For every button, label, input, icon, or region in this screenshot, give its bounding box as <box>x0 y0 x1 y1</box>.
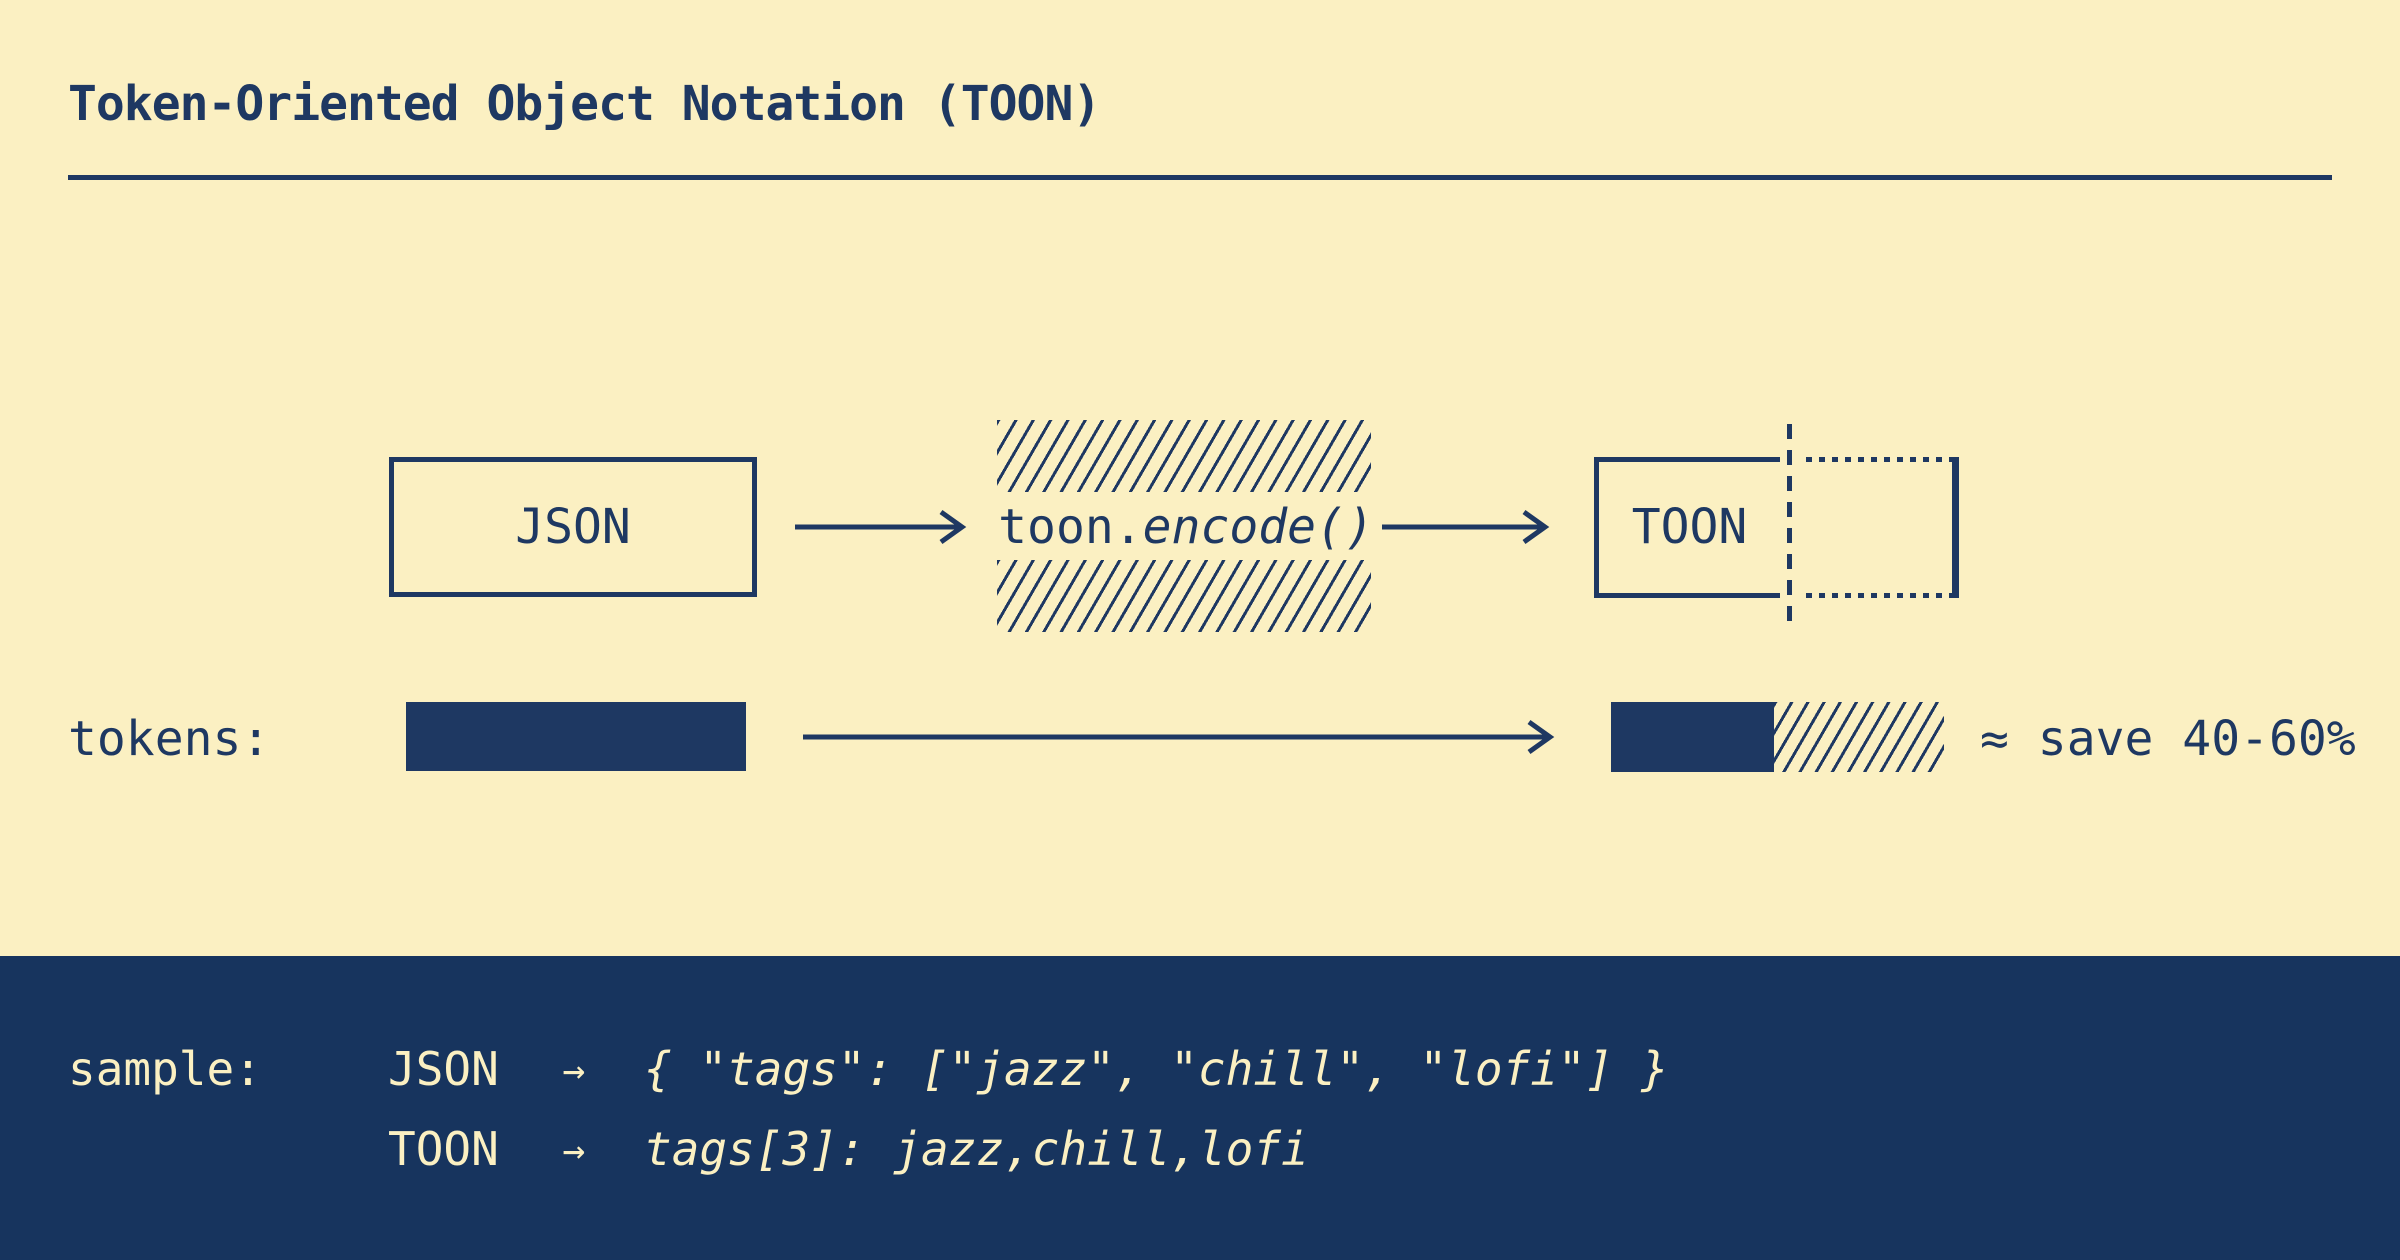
ghost-box-right-edge <box>1952 457 1959 598</box>
ghost-box-dotted-bottom <box>1806 593 1952 598</box>
json-input-box: JSON <box>389 457 757 597</box>
sample-row-key: JSON <box>388 1042 499 1096</box>
encoder-hatch-top <box>997 420 1371 492</box>
json-token-bar <box>406 702 746 771</box>
sample-label: sample: <box>68 1042 262 1096</box>
tokens-row-label: tokens: <box>68 711 271 767</box>
savings-note: ≈ save 40-60% <box>1980 711 2356 767</box>
title-underline <box>68 175 2332 180</box>
sample-row-arrow-icon: → <box>562 1048 586 1092</box>
flow-arrow-icon-2 <box>1382 509 1550 545</box>
sample-row-arrow-icon: → <box>562 1128 586 1172</box>
sample-row-code: tags[3]: jazz,chill,lofi <box>644 1122 1309 1176</box>
ghost-box-dotted-top <box>1806 457 1952 462</box>
encoder-label-prefix: toon. <box>998 499 1143 555</box>
encoder-hatch-bottom <box>997 560 1371 632</box>
tokens-arrow-icon <box>803 719 1555 755</box>
toon-output-label: TOON <box>1631 499 1748 555</box>
flow-arrow-icon-1 <box>795 509 967 545</box>
encoder-label-call: encode() <box>1142 499 1374 555</box>
sample-row-key: TOON <box>388 1122 499 1176</box>
toon-token-bar <box>1611 702 1774 772</box>
truncation-dashed-line <box>1787 424 1792 630</box>
saved-token-bar-hatched <box>1774 702 1944 772</box>
sample-band: sample: JSON → { "tags": ["jazz", "chill… <box>0 956 2400 1260</box>
encoder-label: toon.encode() <box>990 497 1382 557</box>
json-input-label: JSON <box>515 499 631 555</box>
toon-output-box: TOON <box>1594 457 1780 598</box>
page-title: Token-Oriented Object Notation (TOON) <box>68 76 1101 132</box>
sample-row-code: { "tags": ["jazz", "chill", "lofi"] } <box>644 1042 1669 1096</box>
